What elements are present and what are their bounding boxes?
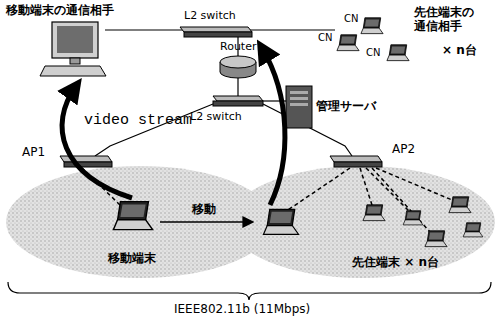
stream-arrow [262, 48, 285, 205]
desktop-pc [40, 22, 106, 76]
brace [8, 282, 491, 300]
wlan-area [6, 166, 274, 278]
device-label: AP1 [22, 146, 45, 160]
device-label: 先住端末の通信相手 [414, 6, 478, 34]
wlan-area [229, 166, 495, 278]
device-label: 先住端末 × n台 [352, 256, 439, 270]
device-label: L2 switch [190, 111, 242, 124]
device-label: 移動端末の通信相手 [6, 4, 114, 18]
laptop-icon [361, 18, 383, 34]
device-label: L2 switch [184, 10, 236, 23]
laptop-icon [449, 197, 471, 213]
router [220, 56, 256, 78]
laptop-icon [403, 211, 423, 225]
standard-label: IEEE802.11b (11Mbps) [174, 303, 310, 317]
stream-arrow [62, 86, 132, 198]
laptop-icon [463, 223, 483, 237]
laptop-icon [337, 35, 359, 51]
laptop-icon [387, 45, 409, 61]
laptop-icon [363, 205, 385, 221]
count-label: × n台 [442, 44, 477, 58]
laptop-icon [113, 202, 152, 230]
device-label: CN [344, 13, 358, 25]
stream-label: video stream [84, 112, 192, 129]
action-label: 移動 [192, 203, 216, 217]
laptop-icon [425, 231, 447, 247]
access-point [60, 156, 112, 167]
access-point [330, 156, 382, 167]
move-arrow [160, 221, 252, 223]
laptop-icon [264, 209, 299, 234]
l2-switch [180, 27, 252, 37]
l2-switch [213, 96, 263, 106]
device-label: AP2 [392, 143, 415, 157]
device-label: 管理サーバ [316, 100, 376, 114]
server [286, 86, 312, 128]
device-label: 移動端末 [108, 252, 156, 266]
device-label: Router [220, 41, 256, 54]
device-label: CN [366, 47, 380, 59]
device-label: CN [318, 32, 332, 44]
